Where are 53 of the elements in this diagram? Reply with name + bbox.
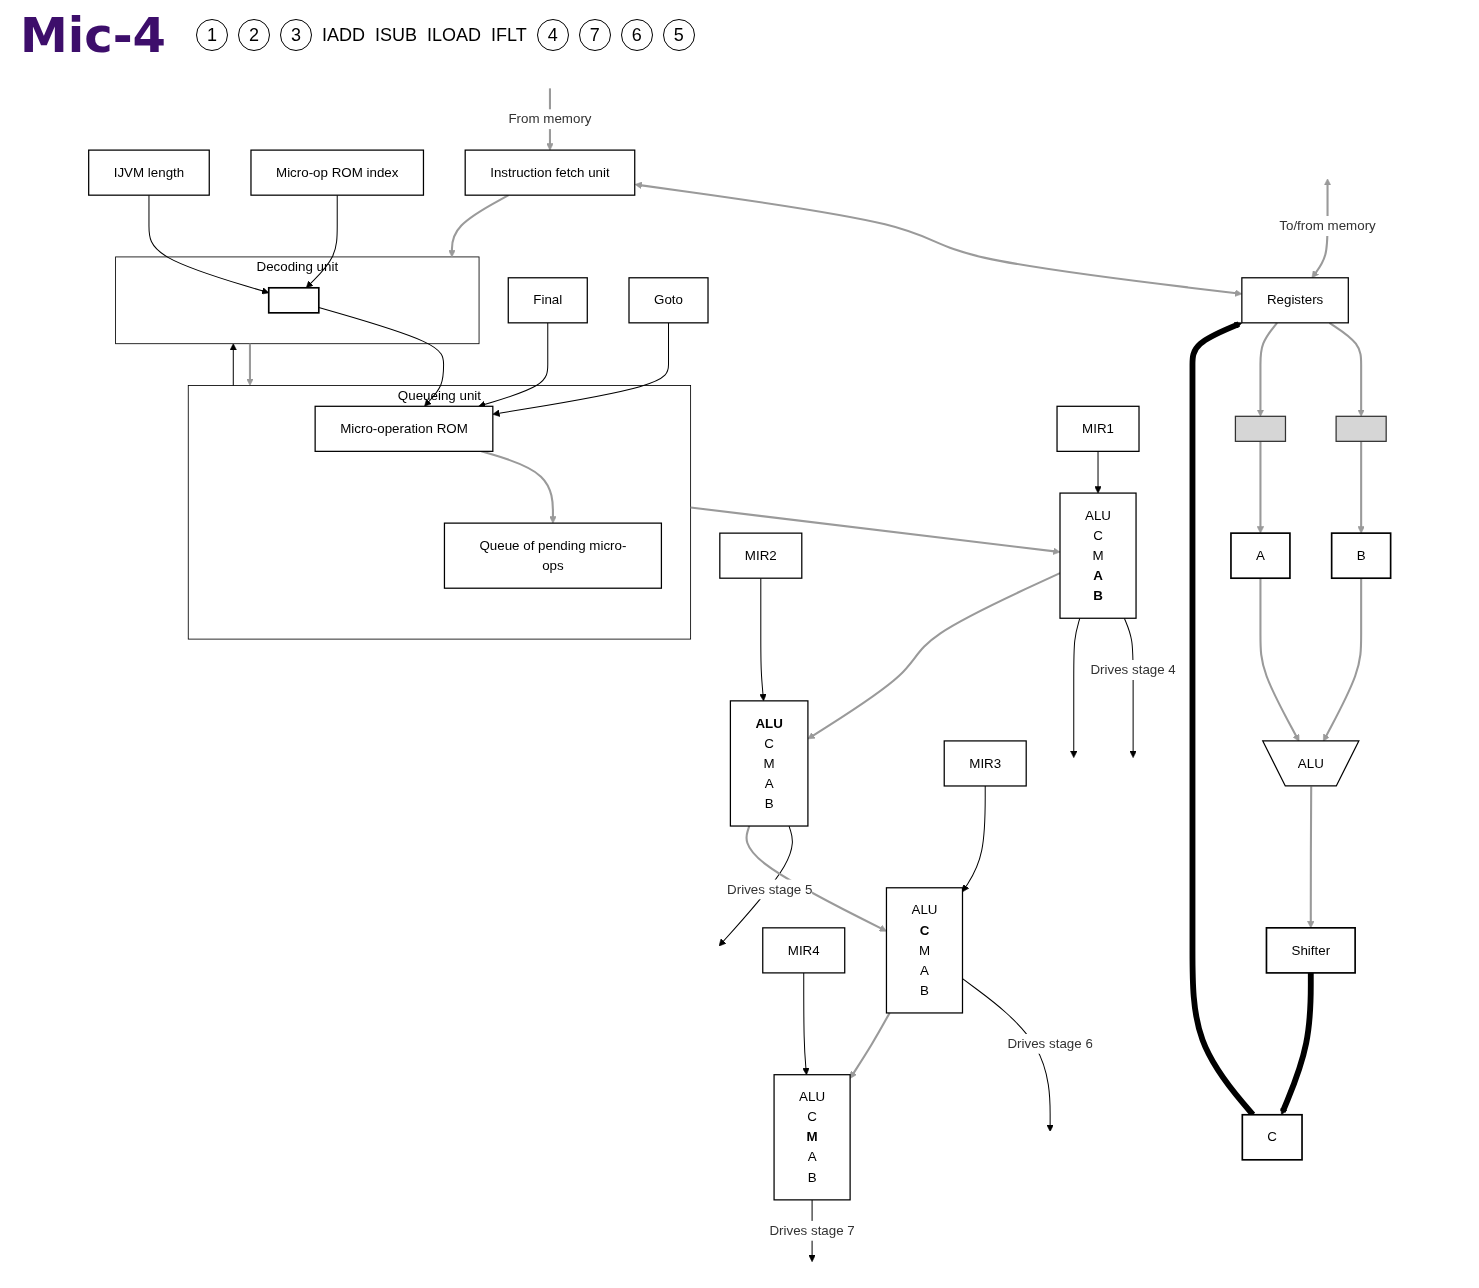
node-box: ALU C M A B — [885, 887, 963, 1014]
node-box: Micro-op ROM index — [250, 149, 424, 196]
node-box: B — [1330, 532, 1392, 580]
node-box: ALU C M A B — [1059, 492, 1137, 619]
edge-label: Drives stage 5 — [726, 881, 813, 897]
arrow — [1328, 321, 1365, 417]
node-box: IJVM length — [87, 149, 210, 196]
node-box: ALU C M A B — [729, 700, 809, 827]
diagram-title: Mic-4 — [20, 7, 166, 63]
node-box: Registers — [1241, 277, 1349, 324]
arrow — [1279, 972, 1314, 1116]
arrow — [1357, 441, 1365, 534]
arrow — [849, 1012, 891, 1079]
node-box — [267, 286, 320, 314]
node-box: MIR1 — [1056, 405, 1140, 452]
edge-label: Drives stage 4 — [1090, 662, 1176, 677]
row-label: ILOAD — [427, 24, 482, 46]
arrow — [759, 577, 767, 702]
node-box: Queue of pending micro-ops — [443, 522, 662, 589]
node-box: C — [1241, 1113, 1303, 1161]
node-bar — [1234, 415, 1286, 442]
node-box: MIR3 — [943, 740, 1027, 787]
node-box: Final — [507, 277, 588, 324]
node-box: A — [1229, 532, 1291, 580]
node-box: Instruction fetch unit — [464, 149, 636, 196]
edge-label: To/from memory — [1279, 218, 1376, 233]
arrow — [1256, 322, 1278, 417]
arrow — [1094, 450, 1102, 494]
arrow — [305, 194, 338, 289]
node-box: Micro-operation ROM — [314, 405, 494, 452]
arrow — [1069, 617, 1081, 758]
arrow — [148, 194, 269, 295]
arrow — [1256, 441, 1264, 534]
row-label: IADD — [322, 24, 365, 46]
node-bar — [1335, 415, 1387, 442]
arrow — [492, 322, 669, 417]
edge-label: Drives stage 7 — [769, 1223, 855, 1238]
arrow — [229, 343, 237, 386]
row-label: IFLT — [491, 24, 527, 46]
arrow — [1306, 786, 1315, 929]
arrow — [448, 194, 509, 258]
arrow — [246, 343, 254, 386]
arrow — [802, 972, 810, 1076]
node-box: MIR4 — [761, 927, 846, 974]
edge-label: Drives stage 6 — [1007, 1036, 1093, 1051]
node-box: MIR2 — [719, 532, 803, 579]
node-box: Shifter — [1265, 927, 1356, 974]
row-label: ISUB — [375, 24, 418, 46]
node-box: Goto — [628, 277, 709, 324]
arrow — [318, 307, 444, 407]
node-box: ALU C M A B — [773, 1074, 851, 1201]
arrow — [962, 785, 986, 893]
edge-label: From memory — [508, 111, 592, 126]
